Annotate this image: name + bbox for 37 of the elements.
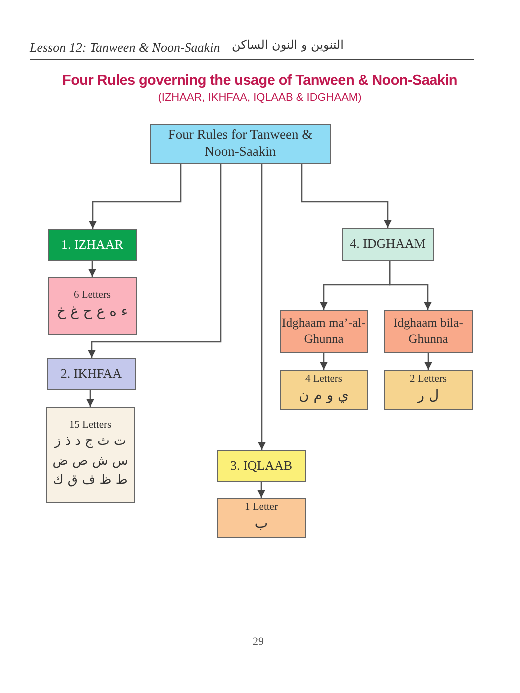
rule-name: 4. IDGHAAM — [350, 236, 426, 253]
arrow — [258, 482, 266, 498]
rule-name: Four Rules for Tanween & Noon-Saakin — [167, 127, 314, 161]
rule-name: Idghaam bila-Ghunna — [392, 316, 464, 348]
letters-box — [46, 407, 135, 503]
rule-name: 2. IKHFAA — [60, 366, 122, 382]
letters-box — [217, 498, 306, 538]
letter-count: 2 Letters — [410, 373, 448, 386]
arrow — [389, 261, 432, 310]
rule-name: 3. IQLAAB — [230, 458, 293, 474]
arrow — [320, 353, 328, 370]
arrow — [88, 164, 222, 358]
subtitle: (IZHAAR, IKHFAA, IQLAAB & IDGHAAM) — [157, 92, 363, 104]
header-text: Lesson 12: Tanween & Noon-Saakin — [30, 40, 220, 56]
letter-count: 4 Letters — [305, 373, 343, 386]
rule-name: Idghaam ma’-al-Ghunna — [281, 316, 367, 348]
letter-count: 15 Letters — [69, 419, 112, 432]
arabic-letters: ء ه ع ح غ خ — [57, 303, 128, 322]
letters-box — [48, 277, 137, 335]
arrow — [89, 164, 182, 229]
title: Four Rules governing the usage of Tanween & Noon-Saakin — [62, 73, 458, 89]
header-arabic-text: التنوين و النون الساكن — [232, 38, 344, 52]
arrow — [86, 390, 94, 407]
arabic-letters: ت ث ج د ذ ز س ش ص ض ط ظ ف ق ك — [52, 433, 130, 490]
arabic-letters: ل ر — [418, 387, 440, 406]
arrow — [424, 353, 432, 370]
arabic-letters: ب — [254, 515, 268, 534]
page-number: 29 — [253, 636, 264, 648]
arrow — [258, 164, 266, 450]
letter-count: 1 Letter — [245, 501, 278, 514]
letter-count: 6 Letters — [74, 289, 112, 302]
letters-box — [280, 370, 368, 410]
arrow — [301, 164, 392, 228]
letters-box — [384, 370, 473, 410]
rule-name: 1. IZHAAR — [61, 236, 124, 254]
arrow — [88, 261, 96, 277]
arabic-letters: ي و م ن — [298, 387, 350, 406]
